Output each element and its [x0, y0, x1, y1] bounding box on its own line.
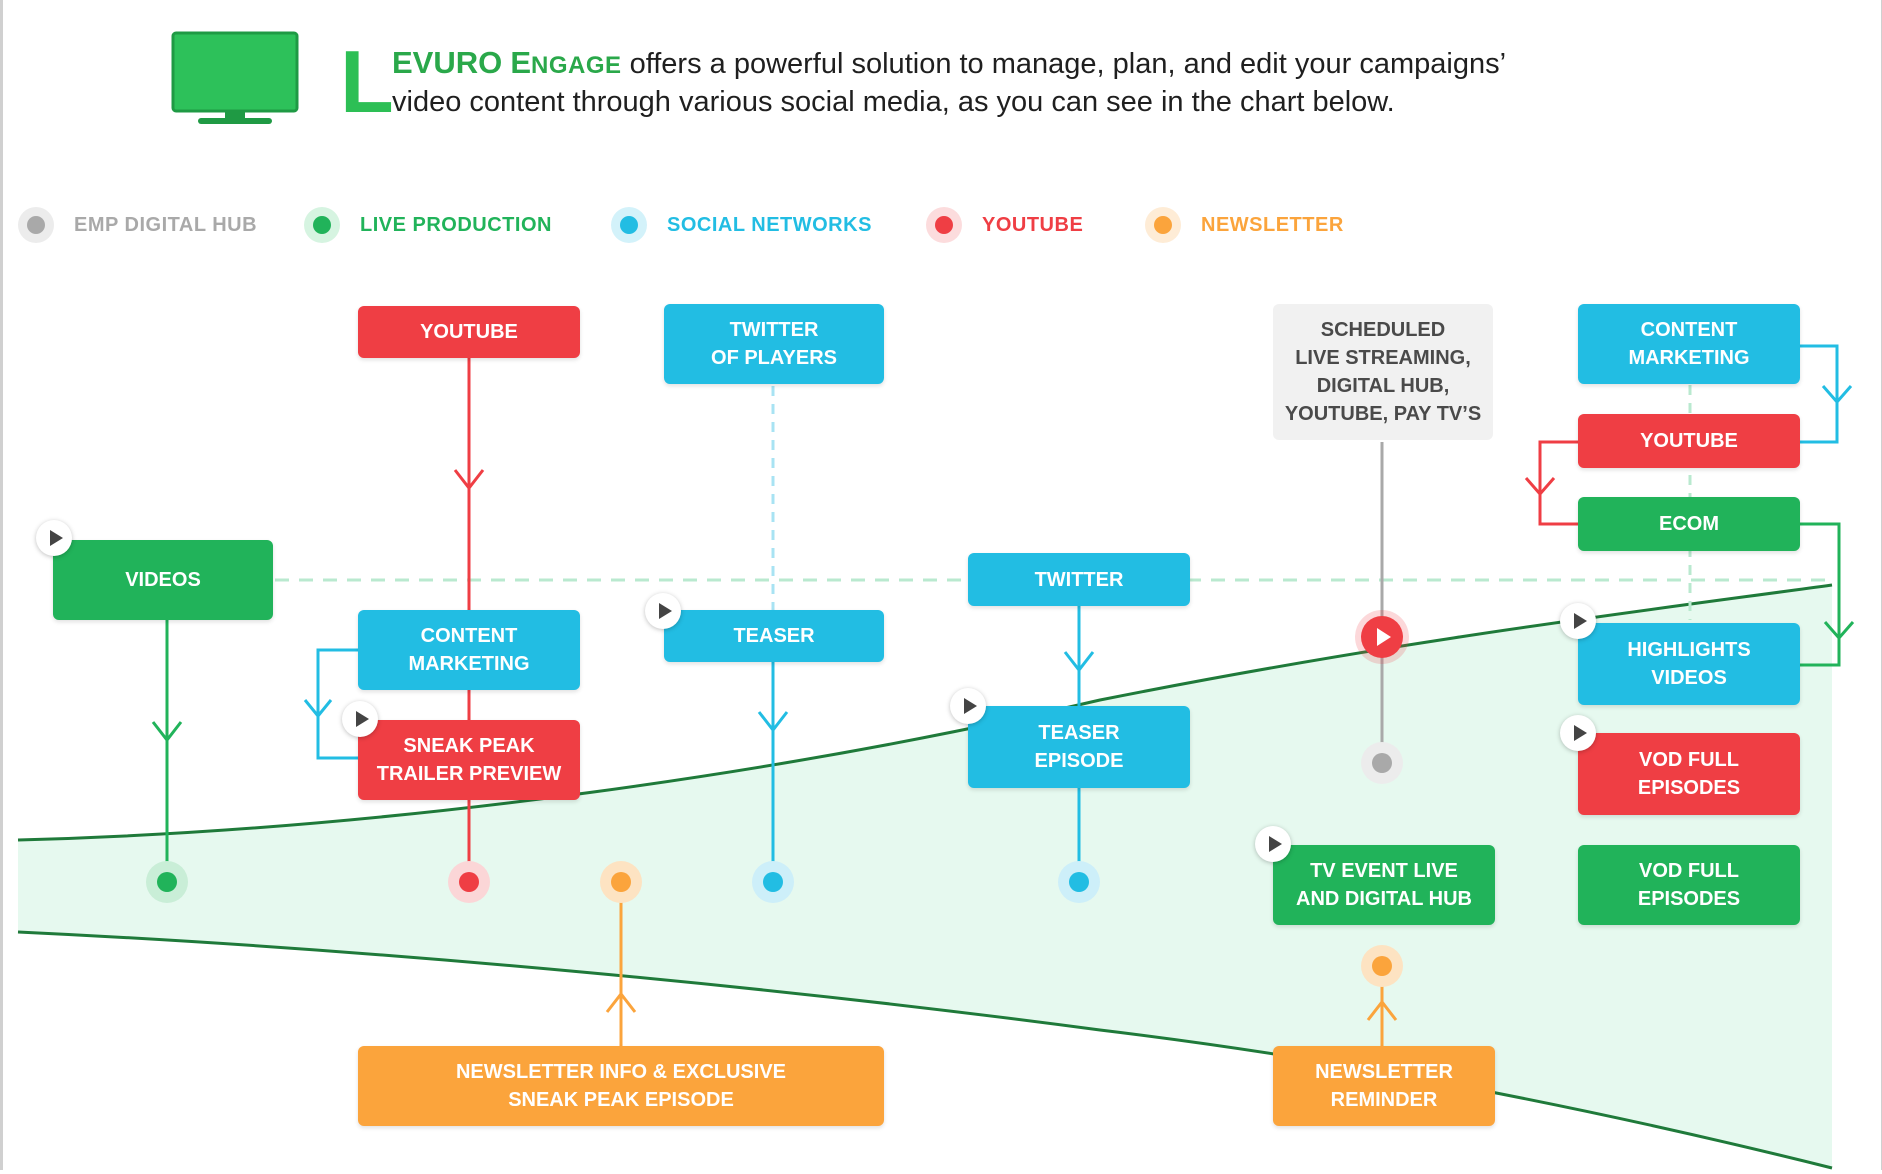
arrow-head — [453, 469, 485, 491]
node-twitter[interactable]: TWITTER — [968, 553, 1190, 606]
legend-item-youtube: YOUTUBE — [926, 207, 1083, 243]
arrow-head — [1524, 477, 1556, 497]
drop-cap: L — [340, 32, 394, 131]
timeline-dot — [459, 872, 479, 892]
node-newsletter-info[interactable]: NEWSLETTER INFO & EXCLUSIVE SNEAK PEAK E… — [358, 1046, 884, 1126]
node-twitter-of-players[interactable]: TWITTER OF PLAYERS — [664, 304, 884, 384]
legend-label: LIVE PRODUCTION — [360, 213, 552, 236]
timeline-dot — [157, 872, 177, 892]
play-icon[interactable] — [950, 688, 986, 724]
arrow-head — [1366, 999, 1398, 1021]
connector-content-marketing — [316, 648, 360, 760]
node-videos[interactable]: VIDEOS — [53, 540, 273, 620]
legend-label: YOUTUBE — [982, 213, 1084, 236]
brand-name: EVURO ENGAGE — [392, 45, 622, 80]
node-vod-full-episodes[interactable]: VOD FULL EPISODES — [1578, 845, 1800, 925]
play-icon[interactable] — [342, 701, 378, 737]
monitor-icon — [171, 31, 299, 124]
legend-label: SOCIAL NETWORKS — [667, 213, 872, 236]
node-newsletter-reminder[interactable]: NEWSLETTER REMINDER — [1273, 1046, 1495, 1126]
connector-content-to-youtube — [1800, 344, 1839, 444]
legend-item-newsletter: NEWSLETTER — [1145, 207, 1344, 243]
legend-dot — [611, 207, 647, 243]
timeline-dot — [1372, 753, 1392, 773]
node-content-marketing[interactable]: CONTENT MARKETING — [358, 610, 580, 690]
node-teaser[interactable]: TEASER — [664, 610, 884, 662]
node-ecom[interactable]: ECOM — [1578, 497, 1800, 551]
legend-item-social-networks: SOCIAL NETWORKS — [611, 207, 872, 243]
timeline-dot — [611, 872, 631, 892]
legend-dot — [926, 207, 962, 243]
intro-line-2: video content through various social med… — [392, 86, 1395, 118]
legend-item-emp-digital-hub: EMP DIGITAL HUB — [18, 207, 257, 243]
audience-area — [18, 585, 1832, 1168]
arrow-head — [151, 721, 183, 743]
intro-line-1: EVURO ENGAGE offers a powerful solution … — [392, 45, 1507, 80]
legend-item-live-production: LIVE PRODUCTION — [304, 207, 552, 243]
node-youtube[interactable]: YOUTUBE — [358, 306, 580, 358]
legend-dot — [18, 207, 54, 243]
node-content-marketing-right[interactable]: CONTENT MARKETING — [1578, 304, 1800, 384]
arrow-head — [605, 991, 637, 1013]
node-teaser-episode[interactable]: TEASER EPISODE — [968, 706, 1190, 788]
arrow-head — [757, 711, 789, 733]
lower-curve — [17, 930, 1833, 1170]
legend-label: EMP DIGITAL HUB — [74, 213, 258, 236]
legend-label: NEWSLETTER — [1201, 213, 1344, 236]
node-tv-event-live[interactable]: TV EVENT LIVE AND DIGITAL HUB — [1273, 845, 1495, 925]
play-icon[interactable] — [1255, 826, 1291, 862]
play-icon[interactable] — [1560, 715, 1596, 751]
connector-youtube-to-ecom — [1538, 440, 1578, 526]
timeline-dot — [763, 872, 783, 892]
live-play-icon[interactable] — [1361, 616, 1403, 658]
node-vod-full-episodes-youtube[interactable]: VOD FULL EPISODES — [1578, 733, 1800, 815]
arrow-head — [1823, 621, 1855, 641]
node-sneak-peak-trailer-preview[interactable]: SNEAK PEAK TRAILER PREVIEW — [358, 720, 580, 800]
legend-dot — [304, 207, 340, 243]
timeline-dot — [1069, 872, 1089, 892]
legend-dot — [1145, 207, 1181, 243]
arrow-head — [303, 699, 333, 719]
node-scheduled-live-streaming[interactable]: SCHEDULED LIVE STREAMING, DIGITAL HUB, Y… — [1273, 304, 1493, 440]
play-icon[interactable] — [1560, 603, 1596, 639]
play-icon[interactable] — [36, 520, 72, 556]
timeline-dot — [1372, 956, 1392, 976]
play-icon[interactable] — [645, 593, 681, 629]
connector-ecom-to-highlights — [1800, 522, 1841, 667]
arrow-head — [1821, 385, 1853, 405]
node-highlights-videos[interactable]: HIGHLIGHTS VIDEOS — [1578, 623, 1800, 705]
node-youtube-right[interactable]: YOUTUBE — [1578, 414, 1800, 468]
arrow-head — [1063, 651, 1095, 673]
